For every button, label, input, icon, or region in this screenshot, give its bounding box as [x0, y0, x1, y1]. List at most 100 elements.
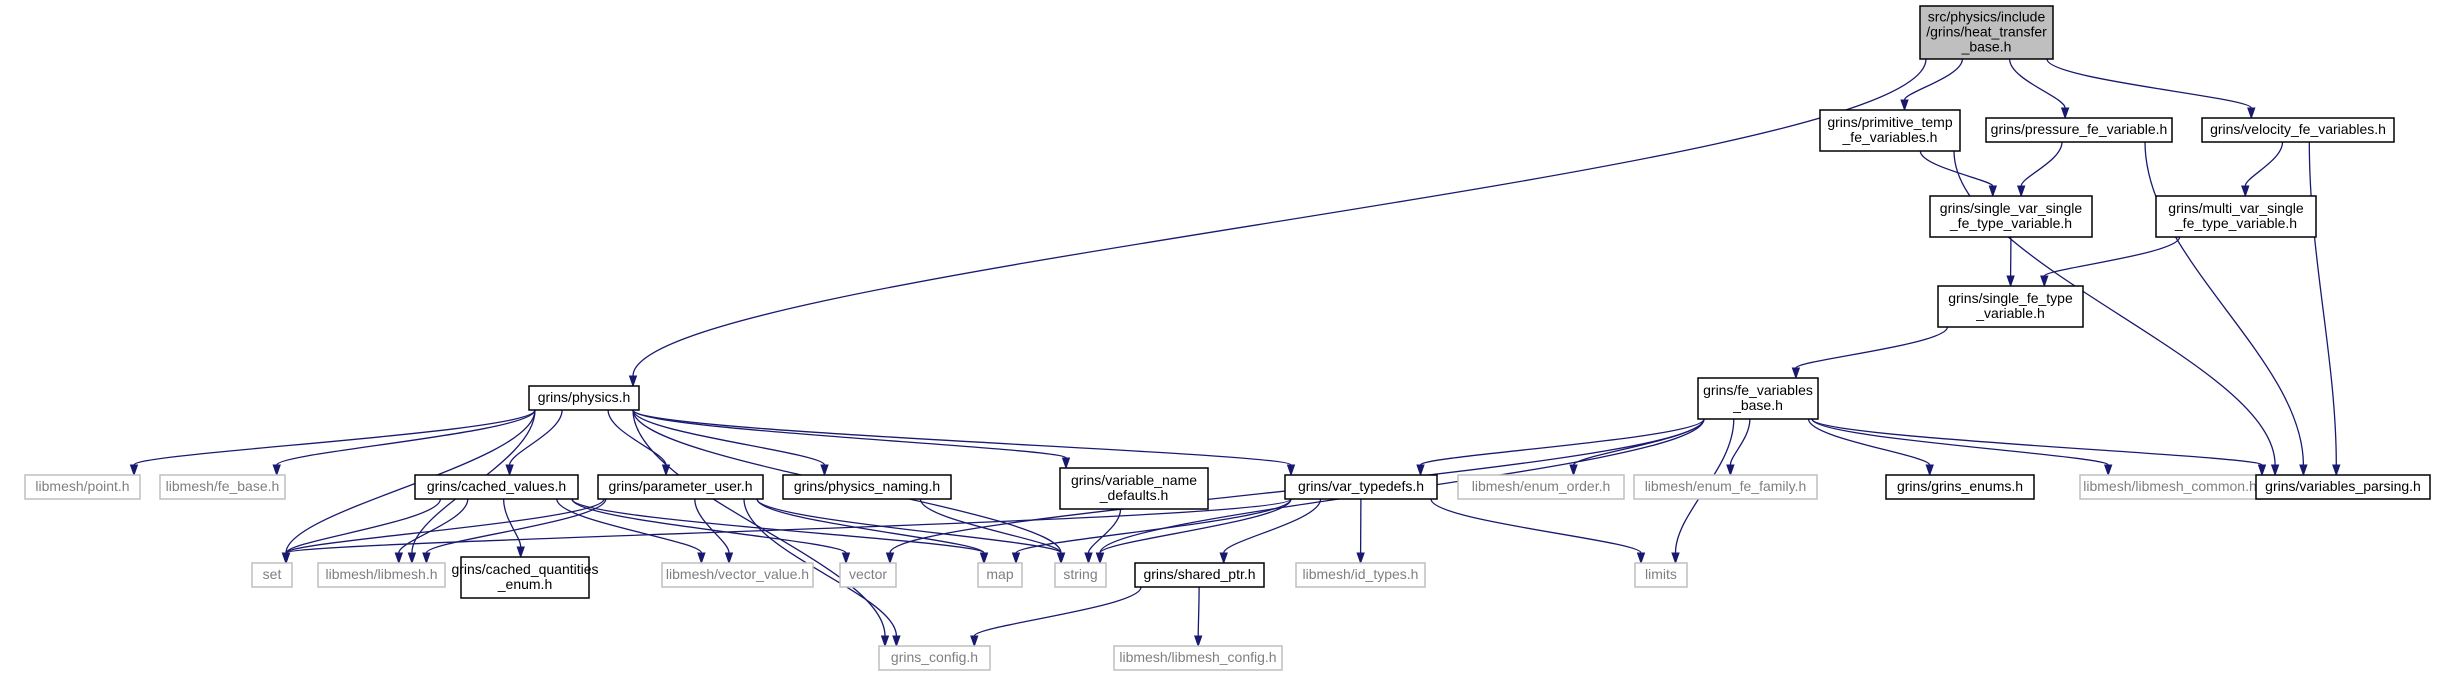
node-physics[interactable]: grins/physics.h — [528, 385, 640, 411]
edge-var-typedefs-to-id-types — [1356, 498, 1365, 565]
edge-line — [694, 498, 730, 554]
node-box — [2201, 117, 2395, 143]
node-cached-values[interactable]: grins/cached_values.h — [414, 474, 579, 500]
node-pressure-fe[interactable]: grins/pressure_fe_variable.h — [1985, 117, 2173, 143]
node-box — [2079, 474, 2261, 500]
edge-line — [276, 409, 536, 466]
node-fe-base[interactable]: libmesh/fe_base.h — [159, 474, 286, 500]
edge-arrowhead — [841, 552, 851, 565]
node-enum-order[interactable]: libmesh/enum_order.h — [1457, 474, 1625, 500]
node-cached-quantities-enum[interactable]: grins/cached_quantities_enum.h — [451, 556, 599, 599]
node-label-line: grins/physics.h — [538, 389, 631, 405]
edge-var-typedefs-to-limits — [1430, 498, 1646, 565]
node-box — [460, 556, 590, 599]
node-label-line: libmesh/libmesh_config.h — [1119, 649, 1276, 665]
edge-line — [1919, 150, 1994, 187]
edge-cached-values-to-cached-quantities-enum — [502, 498, 525, 559]
node-heat-transfer-base[interactable]: src/physics/include/grins/heat_transfer_… — [1919, 5, 2054, 60]
node-label-line: libmesh/libmesh_common.h — [2083, 478, 2257, 494]
edge-single-var-single-to-single-fe-type — [2006, 236, 2015, 288]
edges-layer — [129, 58, 2341, 648]
node-libmesh-h[interactable]: libmesh/libmesh.h — [317, 562, 446, 588]
node-parameter-user[interactable]: grins/parameter_user.h — [597, 474, 764, 500]
node-label-line: /grins/heat_transfer — [1926, 24, 2047, 40]
edge-physics-to-grins-config — [632, 409, 890, 648]
node-box — [159, 474, 286, 500]
node-box — [1134, 562, 1265, 588]
node-box — [251, 562, 293, 588]
edge-arrowhead — [1056, 552, 1066, 565]
edge-heat-transfer-base-to-primitive-temp — [1900, 58, 1964, 112]
node-libmesh-config[interactable]: libmesh/libmesh_config.h — [1113, 645, 1283, 671]
edge-line — [1729, 418, 1751, 466]
edge-line — [502, 498, 522, 548]
edge-line — [743, 498, 898, 637]
node-velocity-fe[interactable]: grins/velocity_fe_variables.h — [2201, 117, 2395, 143]
node-id-types[interactable]: libmesh/id_types.h — [1295, 562, 1426, 588]
edge-line — [632, 409, 1067, 459]
edge-line — [607, 409, 667, 466]
edge-arrowhead — [1416, 464, 1425, 477]
edge-line — [2244, 141, 2284, 187]
edge-line — [571, 498, 847, 554]
edge-arrowhead — [979, 552, 989, 565]
node-physics-naming[interactable]: grins/physics_naming.h — [782, 474, 952, 500]
edge-arrowhead — [1925, 464, 1934, 477]
edge-arrowhead — [2060, 107, 2070, 120]
node-label-line: libmesh/vector_value.h — [666, 566, 809, 582]
edge-arrowhead — [820, 464, 829, 477]
edge-arrowhead — [1286, 464, 1296, 477]
node-label-line: grins/var_typedefs.h — [1298, 478, 1424, 494]
edge-arrowhead — [724, 552, 734, 565]
node-vector-value[interactable]: libmesh/vector_value.h — [661, 562, 814, 588]
node-shared-ptr[interactable]: grins/shared_ptr.h — [1134, 562, 1265, 588]
node-box — [528, 385, 640, 411]
edge-arrowhead — [970, 635, 979, 648]
node-box — [1929, 195, 2093, 238]
node-label-line: grins/single_fe_type — [1948, 290, 2073, 306]
edge-var-typedefs-to-set — [281, 498, 1292, 565]
edge-primitive-temp-to-single-var-single — [1919, 150, 1998, 198]
node-limits[interactable]: limits — [1634, 562, 1688, 588]
node-grins-config[interactable]: grins_config.h — [878, 645, 991, 671]
node-label-line: _fe_variables.h — [1842, 129, 1938, 145]
node-enum-fe-family[interactable]: libmesh/enum_fe_family.h — [1633, 474, 1818, 500]
edge-line — [632, 409, 1292, 466]
node-string[interactable]: string — [1054, 562, 1107, 588]
node-variable-name-defaults[interactable]: grins/variable_name_defaults.h — [1059, 467, 1209, 510]
node-map[interactable]: map — [977, 562, 1023, 588]
node-label-line: libmesh/libmesh.h — [325, 566, 437, 582]
edge-parameter-user-to-grins-config — [743, 498, 901, 648]
node-box — [1457, 474, 1625, 500]
edge-line — [1419, 418, 1705, 466]
edge-physics-to-point — [129, 409, 536, 477]
edge-line — [285, 498, 442, 554]
node-label-line: libmesh/point.h — [35, 478, 129, 494]
node-label-line: _fe_type_variable.h — [1949, 215, 2072, 231]
node-variables-parsing[interactable]: grins/variables_parsing.h — [2255, 474, 2431, 500]
node-primitive-temp[interactable]: grins/primitive_temp_fe_variables.h — [1819, 109, 1961, 152]
node-grins-enums[interactable]: grins/grins_enums.h — [1885, 474, 2035, 500]
edge-arrowhead — [1095, 552, 1105, 565]
edge-arrowhead — [885, 552, 895, 565]
edge-arrowhead — [661, 464, 671, 477]
node-multi-var-single[interactable]: grins/multi_var_single_fe_type_variable.… — [2155, 195, 2317, 238]
node-libmesh-common[interactable]: libmesh/libmesh_common.h — [2079, 474, 2261, 500]
edge-physics-to-var-typedefs — [632, 409, 1296, 477]
node-box — [1819, 109, 1961, 152]
edge-arrowhead — [1084, 552, 1093, 565]
edge-line — [2020, 141, 2063, 187]
node-single-var-single[interactable]: grins/single_var_single_fe_type_variable… — [1929, 195, 2093, 238]
node-point[interactable]: libmesh/point.h — [24, 474, 141, 500]
node-label-line: libmesh/id_types.h — [1303, 566, 1419, 582]
node-fe-variables-base[interactable]: grins/fe_variables_base.h — [1697, 377, 1819, 420]
edge-line — [2008, 58, 2066, 109]
node-var-typedefs[interactable]: grins/var_typedefs.h — [1284, 474, 1438, 500]
node-vector[interactable]: vector — [839, 562, 897, 588]
edge-arrowhead — [2040, 275, 2049, 288]
node-box — [24, 474, 141, 500]
node-set[interactable]: set — [251, 562, 293, 588]
node-single-fe-type[interactable]: grins/single_fe_type_variable.h — [1937, 285, 2084, 328]
edge-line — [2308, 141, 2337, 466]
edge-arrowhead — [2016, 185, 2026, 198]
